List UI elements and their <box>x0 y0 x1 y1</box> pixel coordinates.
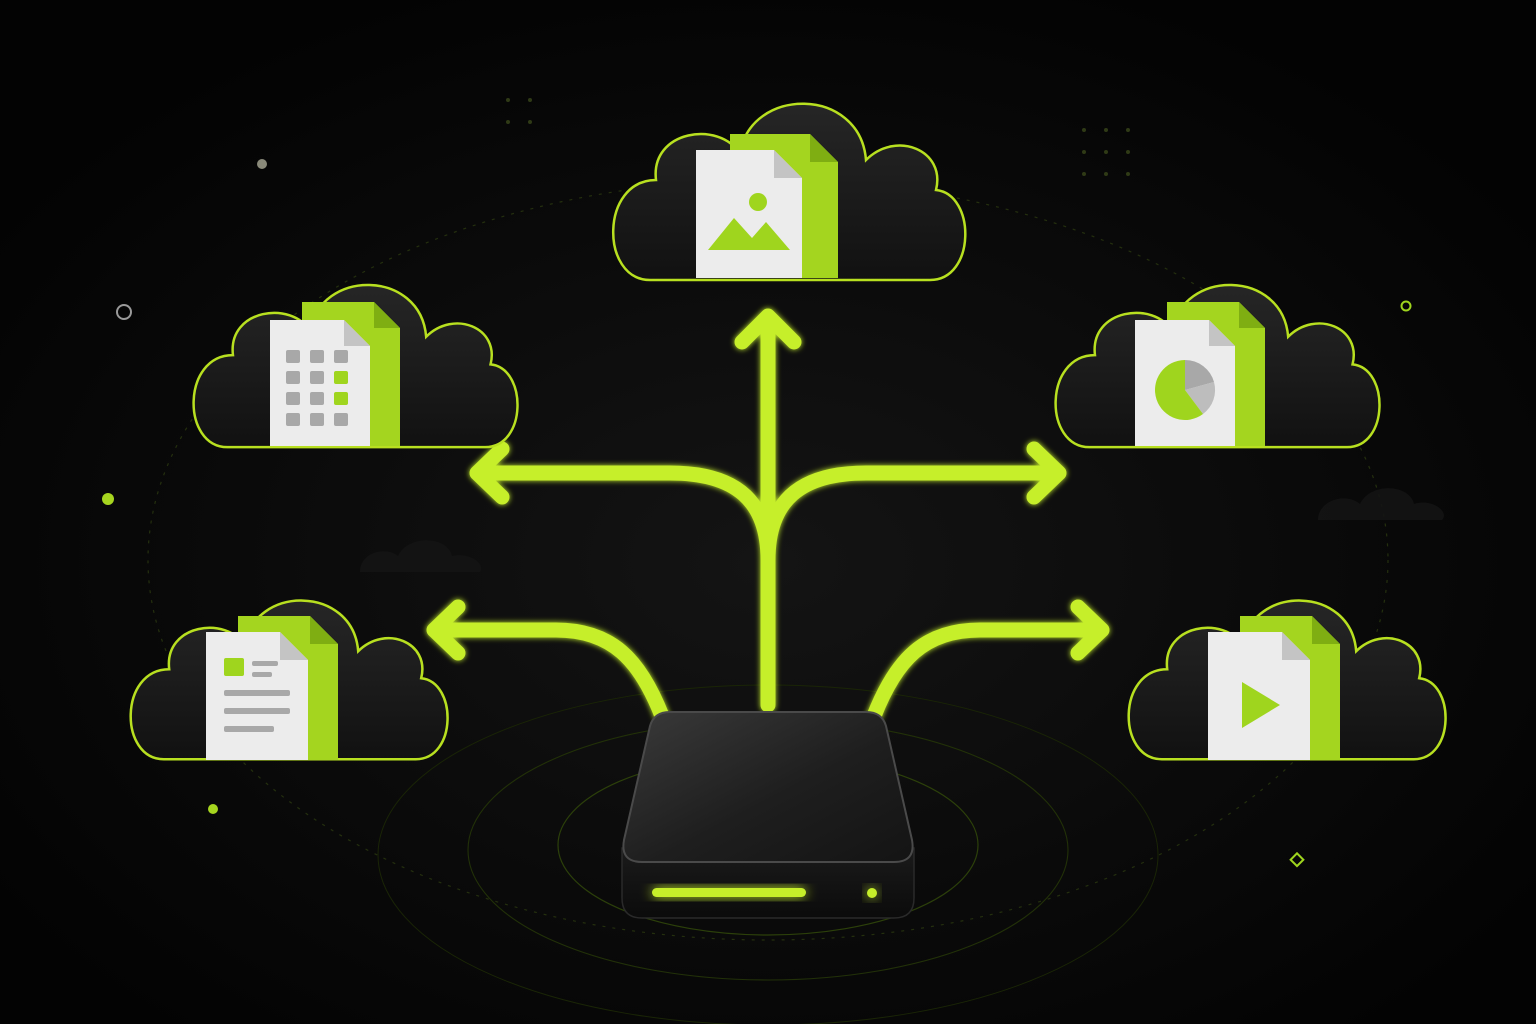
connection-arrows <box>426 308 1110 724</box>
drive-status-led <box>867 888 877 898</box>
background-clouds <box>360 488 1444 572</box>
dot-green <box>208 804 218 814</box>
arrow-to-lower-left <box>428 622 670 724</box>
dot-green <box>102 493 114 505</box>
document-file-icon <box>206 616 338 760</box>
background-orbits <box>147 179 1389 941</box>
diamond <box>1289 851 1305 868</box>
arrowhead-lower-left <box>426 599 466 661</box>
video-file-icon <box>1208 616 1340 760</box>
dot-ring <box>116 304 132 320</box>
spreadsheet-file-icon <box>270 302 400 446</box>
arrowhead-upper-left <box>469 441 510 505</box>
arrowhead-upper-right <box>1026 441 1067 505</box>
dot-ring-green <box>1400 300 1412 312</box>
drive-activity-bar <box>652 888 806 897</box>
dot-grey <box>257 159 267 169</box>
arrowhead-lower-right <box>1070 599 1110 661</box>
arrow-to-upper-right <box>760 465 1064 568</box>
image-file-icon <box>696 134 838 278</box>
arrowhead-top <box>734 308 802 350</box>
decorative-dots <box>102 98 1412 868</box>
chart-file-icon <box>1135 302 1265 446</box>
arrow-to-lower-right <box>866 622 1108 724</box>
storage-drive-icon <box>621 711 915 919</box>
